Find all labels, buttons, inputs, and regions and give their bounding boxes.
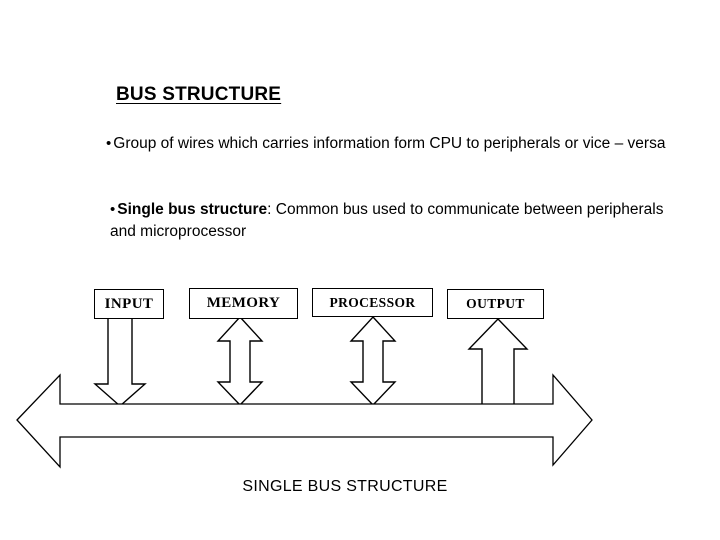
bullet-item-2: •Single bus structure: Common bus used t…	[110, 199, 676, 243]
diagram-box-output[interactable]: OUTPUT	[447, 289, 544, 319]
diagram-box-processor[interactable]: PROCESSOR	[312, 288, 433, 317]
bullet-text-2-bold: Single bus structure	[117, 201, 268, 218]
bullet-text-2: : Common bus used to communicate between…	[110, 201, 664, 240]
arrow-down-icon	[93, 317, 147, 407]
bullet-item-1: •Group of wires which carries informatio…	[106, 133, 672, 155]
bullet-marker: •	[110, 201, 116, 218]
page-title: BUS STRUCTURE	[116, 84, 282, 105]
bullet-marker: •	[106, 135, 112, 152]
bus-double-arrow-icon	[16, 373, 593, 469]
arrow-up-down-icon	[349, 315, 397, 407]
bullet-text-1: Group of wires which carries information…	[113, 135, 666, 152]
diagram-box-memory[interactable]: MEMORY	[189, 288, 298, 319]
arrow-up-icon	[467, 317, 529, 407]
arrow-up-down-icon	[216, 315, 264, 407]
diagram-box-input[interactable]: INPUT	[94, 289, 164, 319]
diagram-caption: SINGLE BUS STRUCTURE	[242, 478, 448, 495]
